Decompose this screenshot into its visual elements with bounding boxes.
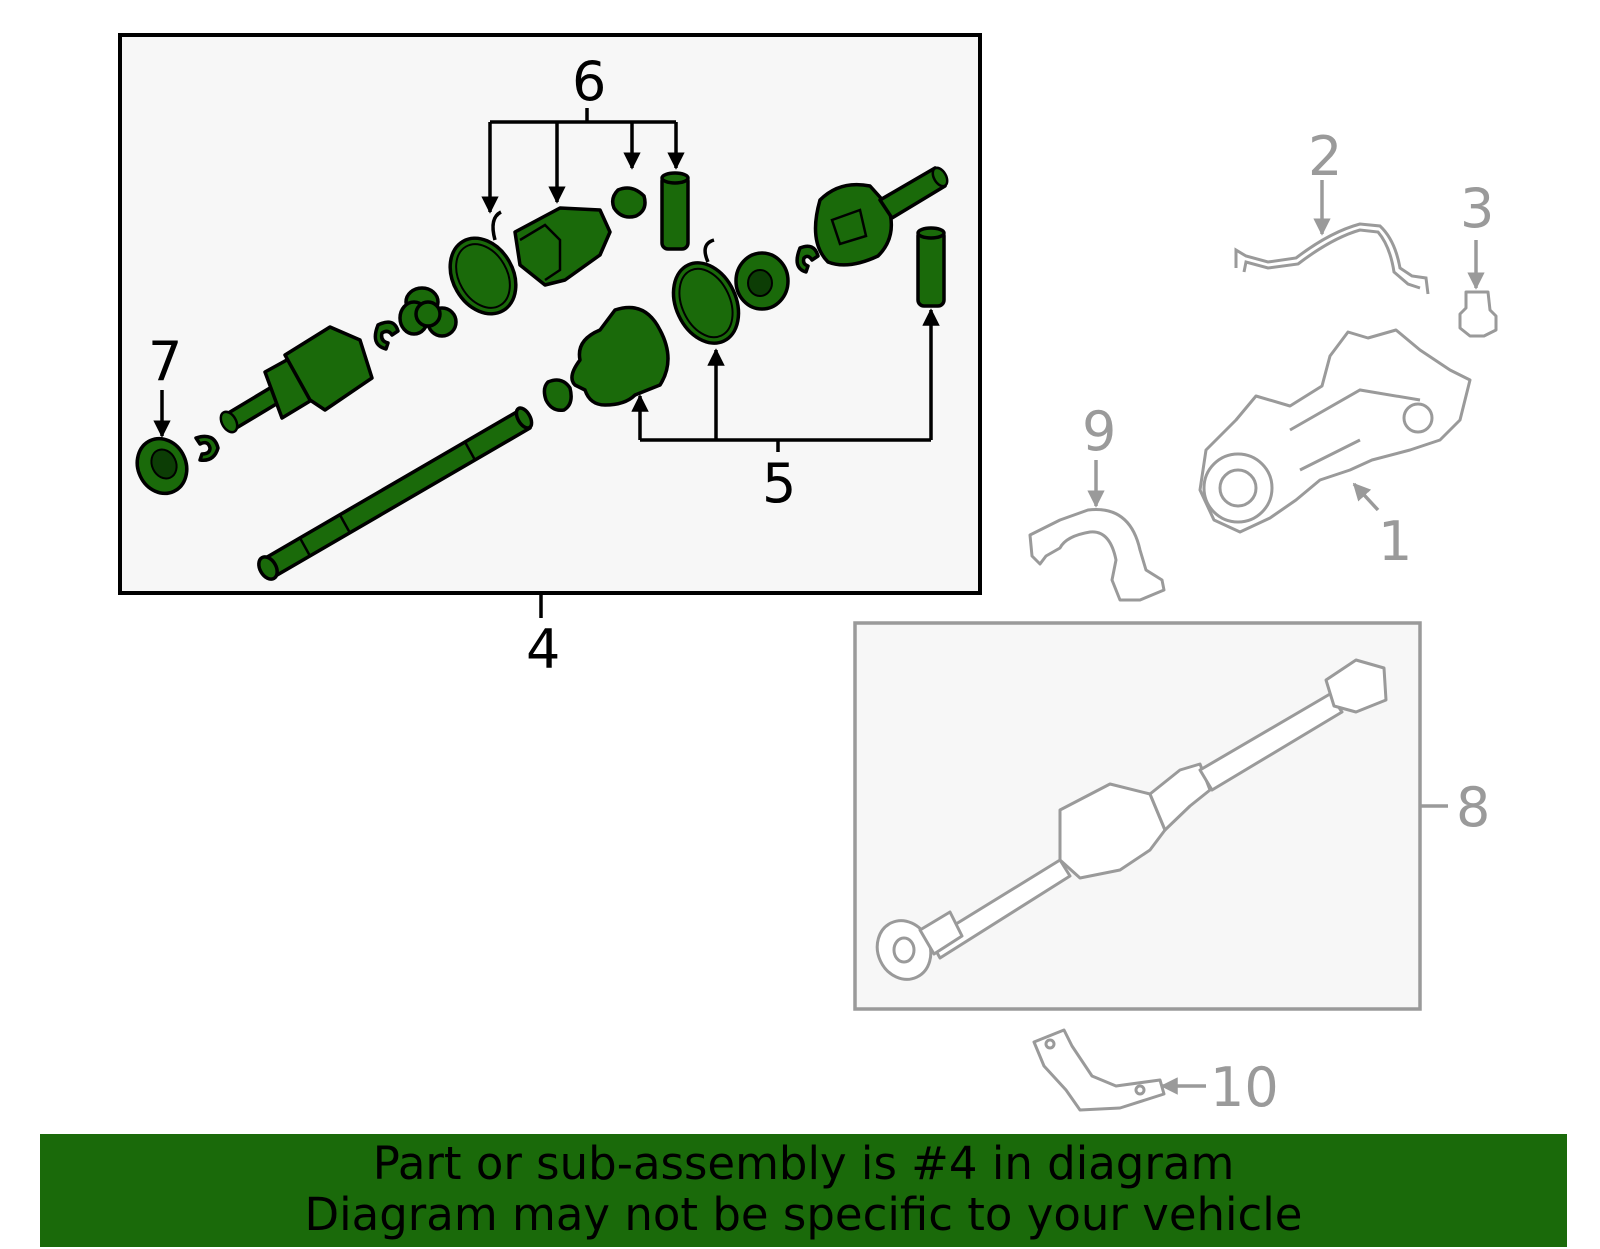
callout-8: 8	[1456, 776, 1490, 839]
boot-clamp-small-outer[interactable]	[542, 378, 573, 413]
drain-plug[interactable]: 3	[1458, 177, 1498, 338]
callout-10: 10	[1210, 1056, 1279, 1119]
inner-boot[interactable]	[513, 206, 612, 287]
grease-tube-outer[interactable]	[916, 226, 946, 308]
circlip[interactable]	[373, 320, 400, 351]
axle-shaft[interactable]	[255, 405, 535, 582]
outer-cv-joint[interactable]	[813, 165, 951, 267]
callout-5: 5	[762, 452, 796, 515]
callout-6: 6	[572, 50, 606, 113]
sensor-wire-harness[interactable]: 2	[1234, 125, 1430, 295]
snap-ring-outer[interactable]	[795, 244, 820, 274]
grease-tube-inner[interactable]	[660, 171, 690, 251]
inner-race[interactable]	[734, 251, 790, 311]
boot-clamp-small-inner[interactable]	[610, 186, 647, 219]
footer-note-disclaimer: Diagram may not be specific to your vehi…	[304, 1188, 1303, 1241]
center-bearing-bracket[interactable]: 9	[1028, 400, 1166, 602]
callout-3: 3	[1460, 177, 1494, 240]
rear-differential[interactable]: 1	[1198, 328, 1472, 573]
assembly-4-frame	[118, 33, 982, 595]
callout-9: 9	[1082, 400, 1116, 463]
seal-ring[interactable]	[128, 430, 195, 501]
snap-ring-inner[interactable]	[194, 434, 220, 462]
axle-shaft-assembly-group[interactable]: 6 5 7 4	[118, 33, 982, 681]
footer-note-assembly: Part or sub-assembly is #4 in diagram	[372, 1137, 1235, 1190]
callout-2: 2	[1308, 125, 1342, 188]
footer-banner: Part or sub-assembly is #4 in diagram Di…	[40, 1134, 1567, 1247]
leader-lines-5	[631, 308, 940, 452]
callout-7: 7	[148, 330, 182, 393]
callout-1: 1	[1378, 510, 1412, 573]
inner-cv-joint-housing[interactable]	[217, 325, 374, 435]
boot-clamp-large-outer[interactable]	[661, 238, 751, 354]
tripod-joint[interactable]	[398, 286, 458, 338]
support-bracket[interactable]: 10	[1032, 1028, 1279, 1119]
boot-clamp-large-inner[interactable]	[437, 210, 529, 326]
drive-shaft-assembly[interactable]: 8	[853, 621, 1490, 1011]
callout-4: 4	[526, 618, 560, 681]
leader-lines-6	[481, 108, 685, 214]
outer-boot[interactable]	[570, 305, 670, 407]
